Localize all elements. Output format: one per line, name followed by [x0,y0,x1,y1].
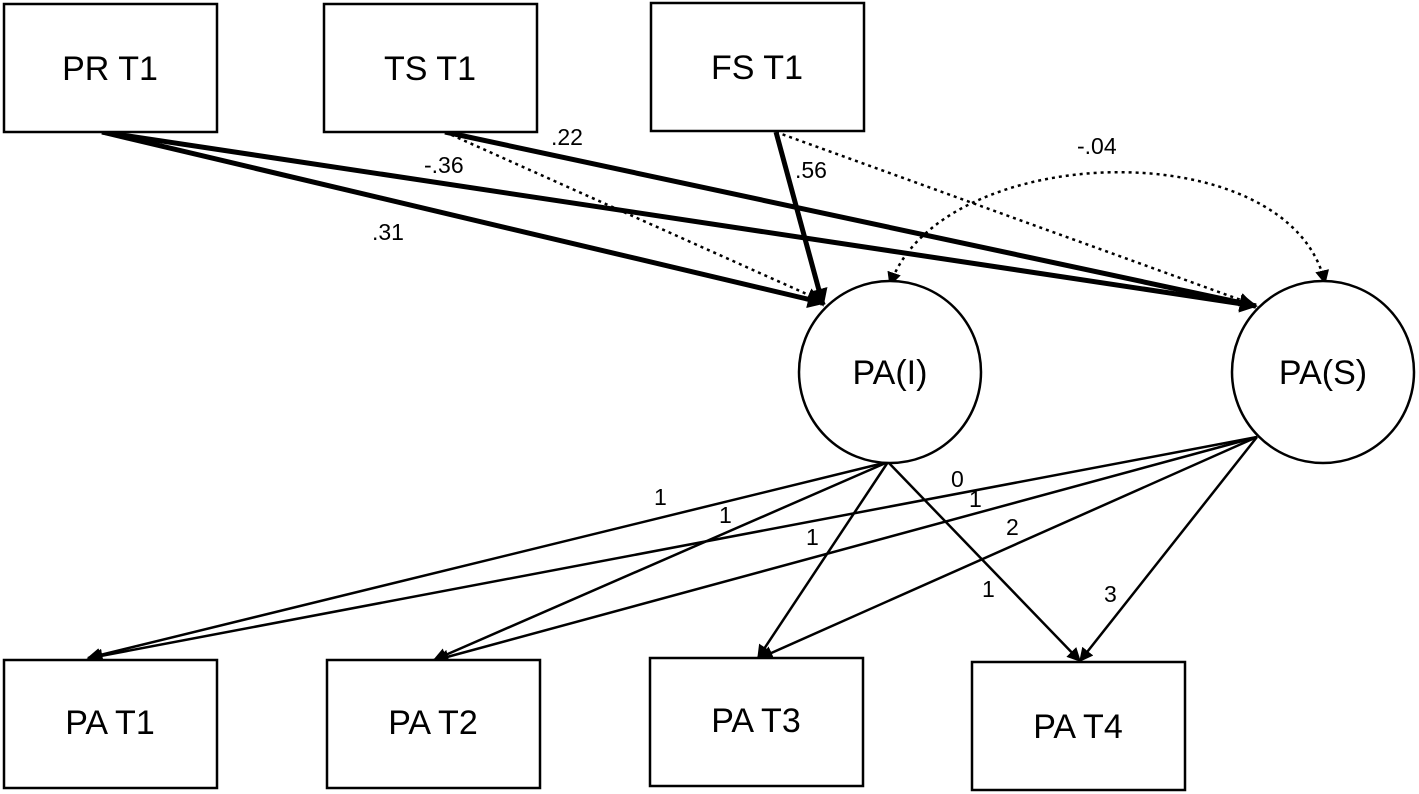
node-pr-t1-label: PR T1 [62,50,158,88]
path-pa-s-to-t4 [1079,436,1258,663]
coef-ts-to-pa-s: .22 [551,124,583,150]
node-pa-i: PA(I) [797,279,983,465]
path-pa-s-to-t2 [434,435,1258,664]
node-ts-t1-label: TS T1 [384,50,476,88]
coef-fs-to-pa-i: .56 [795,157,827,183]
path-pa-s-to-t3 [758,435,1258,660]
path-pa-i-to-t4 [887,461,1081,663]
node-pa-t1: PA T1 [2,658,219,790]
coef-i-s-covariance: -.04 [1077,133,1117,159]
node-pa-t3: PA T3 [648,656,865,788]
coef-pa-s-to-t1: 0 [951,466,964,492]
path-pa-i-to-t2 [432,460,889,662]
coef-pa-i-to-t2: 1 [719,502,732,528]
node-pa-t2: PA T2 [325,658,542,790]
node-fs-t1-label: FS T1 [711,49,803,87]
path-ts-to-pa-i [444,130,822,302]
coef-pa-i-to-t4: 1 [982,576,995,602]
coef-pa-s-to-t2: 1 [969,486,982,512]
node-pa-t3-label: PA T3 [711,702,800,740]
node-pa-s: PA(S) [1230,279,1416,465]
coef-pa-s-to-t4: 3 [1104,581,1117,607]
path-fs-to-pa-i [773,131,828,307]
coef-pa-i-to-t3: 1 [806,524,819,550]
coef-pa-i-to-t1: 1 [654,484,667,510]
node-pa-t4-label: PA T4 [1033,708,1122,746]
node-ts-t1: TS T1 [322,2,539,134]
node-pa-i-label: PA(I) [853,354,928,392]
node-pa-s-label: PA(S) [1279,354,1367,392]
path-pr-to-pa-i [101,129,826,309]
coef-pr-to-pa-i: .31 [372,219,404,245]
path-pa-i-to-t3 [756,461,890,660]
node-pr-t1: PR T1 [2,2,219,134]
node-pa-t2-label: PA T2 [388,704,477,742]
coef-pr-to-pa-s: -.36 [424,152,464,178]
node-pa-t1-label: PA T1 [65,704,154,742]
node-pa-t4: PA T4 [970,660,1187,792]
coef-pa-s-to-t3: 2 [1006,514,1019,540]
covariance-i-s [887,171,1329,287]
node-fs-t1: FS T1 [649,1,866,133]
path-pa-s-to-t1 [88,435,1258,663]
path-pa-i-to-t1 [86,460,889,662]
